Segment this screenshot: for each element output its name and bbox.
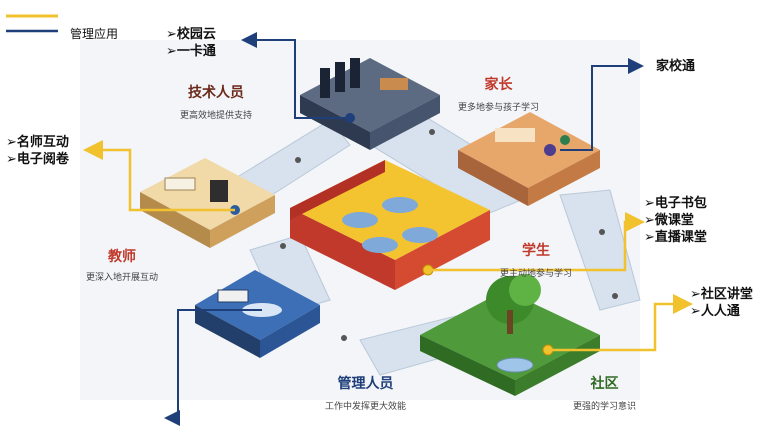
link-micro-class[interactable]: ➢微课堂	[644, 213, 694, 228]
role-teacher-title: 教师	[108, 249, 136, 265]
role-admin-subtitle: 工作中发挥更大效能	[325, 402, 407, 412]
role-teacher-subtitle: 更深入地开展互动	[86, 273, 159, 283]
role-parent: 家长 更多地参与孩子学习	[458, 74, 539, 113]
community-links: ➢社区讲堂 ➢人人通	[690, 286, 753, 320]
parent-links: 家校通	[656, 58, 695, 75]
connector-tech	[241, 32, 350, 119]
role-admin-title: 管理人员	[337, 376, 394, 392]
role-community-subtitle: 更强的学习意识	[573, 402, 637, 412]
teacher-room	[140, 158, 275, 248]
role-tech-subtitle: 更高效地提供支持	[180, 111, 253, 121]
connector-parent	[560, 58, 644, 151]
link-famous-teacher[interactable]: ➢名师互动	[6, 135, 69, 150]
role-parent-title: 家长	[484, 77, 513, 93]
link-live-class[interactable]: ➢直播课堂	[644, 230, 707, 245]
legend-label: 管理应用	[70, 27, 119, 41]
connector-teacher	[83, 140, 235, 212]
link-e-schoolbag[interactable]: ➢电子书包	[644, 196, 707, 211]
connector-community	[548, 294, 693, 352]
role-tech-title: 技术人员	[188, 85, 244, 101]
admin-room	[195, 270, 320, 358]
link-one-card[interactable]: ➢一卡通	[166, 44, 216, 59]
parent-room	[458, 112, 600, 206]
teacher-links: ➢名师互动 ➢电子阅卷	[6, 134, 69, 168]
role-student-subtitle: 更主动地参与学习	[500, 269, 573, 279]
connector-admin	[164, 309, 262, 426]
connector-student	[428, 212, 645, 272]
tech-room	[300, 58, 440, 150]
student-room	[290, 160, 490, 290]
link-everyone-connect[interactable]: ➢人人通	[690, 304, 740, 319]
tech-links: ➢校园云 ➢一卡通	[166, 26, 216, 60]
role-teacher: 教师 更深入地开展互动	[86, 246, 158, 283]
role-admin: 管理人员 工作中发挥更大效能	[325, 373, 406, 412]
role-student: 学生 更主动地参与学习	[500, 240, 572, 279]
community-room	[420, 274, 600, 396]
role-student-title: 学生	[522, 243, 550, 259]
link-campus-cloud[interactable]: ➢校园云	[166, 27, 216, 42]
role-community: 社区 更强的学习意识	[573, 373, 636, 412]
student-links: ➢电子书包 ➢微课堂 ➢直播课堂	[644, 195, 707, 246]
link-e-grading[interactable]: ➢电子阅卷	[6, 152, 69, 167]
people-figures	[280, 129, 618, 341]
role-tech: 技术人员 更高效地提供支持	[180, 82, 252, 121]
link-community-lecture[interactable]: ➢社区讲堂	[690, 287, 753, 302]
link-home-school[interactable]: 家校通	[656, 59, 696, 74]
role-community-title: 社区	[590, 376, 619, 392]
role-parent-subtitle: 更多地参与孩子学习	[458, 103, 540, 113]
